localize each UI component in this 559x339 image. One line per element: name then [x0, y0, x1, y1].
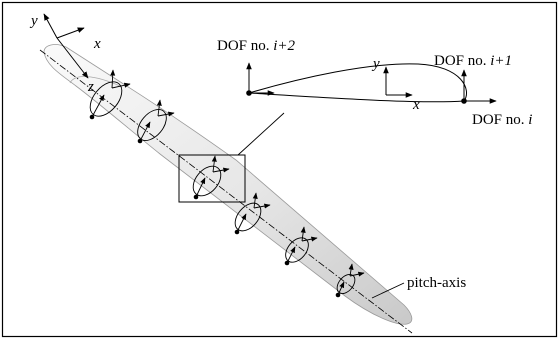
blade-axis-z-label: z	[87, 79, 94, 95]
blade-root-axes	[43, 13, 89, 79]
dof-label-i-plus-1: DOF no. i+1	[434, 53, 512, 69]
airfoil-section	[246, 62, 497, 104]
section-axis-y-label: y	[371, 56, 380, 72]
section-axis-x-label: x	[412, 97, 420, 113]
section-frame-4	[234, 192, 271, 233]
section-frame-5	[285, 226, 318, 264]
section-frame-6	[336, 263, 365, 296]
detail-leader-line	[237, 112, 285, 156]
dof-label-i: DOF no. i	[472, 112, 532, 128]
blade-axis-y-label: y	[29, 13, 38, 29]
blade-axis-x-label: x	[93, 36, 101, 52]
section-frame-1	[89, 69, 131, 118]
pitch-axis-label: pitch-axis	[407, 275, 466, 291]
dof-label-i-plus-2: DOF no. i+2	[217, 38, 296, 54]
detail-box	[178, 154, 246, 203]
pitch-axis-leader	[371, 282, 405, 299]
section-nodes	[89, 114, 341, 298]
section-frame-3	[192, 155, 230, 198]
